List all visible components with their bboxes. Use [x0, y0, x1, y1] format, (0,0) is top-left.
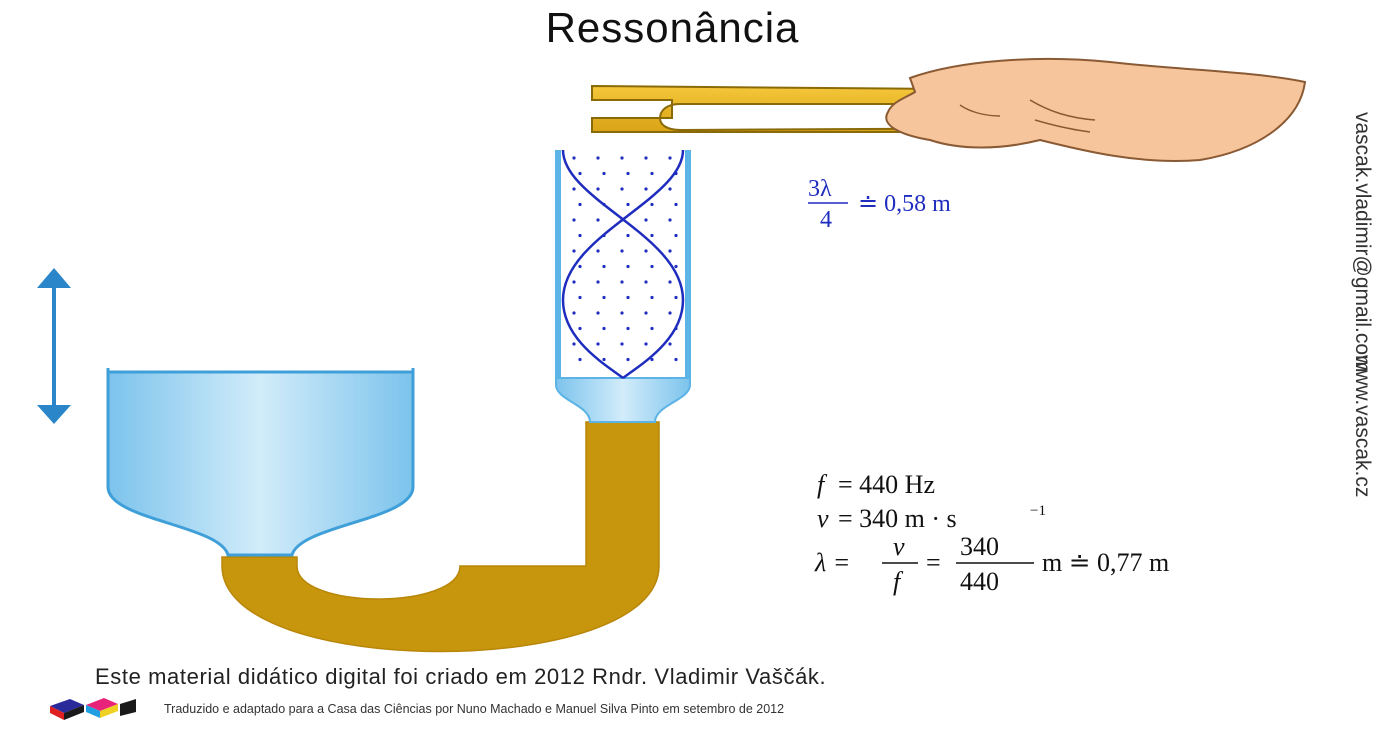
fraction-numerator: 3λ — [808, 176, 832, 202]
standing-wave — [561, 149, 685, 379]
lambda-fraction1-denominator: f — [893, 567, 904, 596]
air-particle-dot — [674, 357, 678, 362]
air-particle-dot — [578, 202, 582, 207]
air-particle-dot — [572, 187, 576, 191]
air-particle-dot — [572, 156, 576, 160]
air-particle-dot — [578, 233, 582, 238]
lambda-fraction2-numerator: 340 — [960, 532, 999, 561]
fraction-denominator: 4 — [820, 207, 832, 233]
air-particle-dot — [668, 280, 672, 284]
air-particle-dot — [650, 326, 654, 331]
air-particle-dot — [644, 342, 648, 346]
side-contact: vascak.vladimir@gmail.com www.vascak.cz — [1340, 100, 1380, 500]
air-particle-dot — [602, 326, 606, 331]
air-particle-dot — [644, 249, 648, 253]
air-particle-dot — [596, 156, 600, 160]
air-particle-dot — [626, 264, 630, 269]
air-particle-dot — [644, 280, 648, 284]
air-particle-dot — [626, 171, 630, 176]
hand-icon — [885, 57, 1307, 162]
air-particle-dot — [668, 249, 672, 253]
physics-formulas: f = 440 Hz v = 340 m · s −1 λ = v f = 34… — [814, 470, 1169, 596]
air-particle-dot — [596, 342, 600, 346]
tube-water — [555, 377, 691, 423]
air-particle-dot — [596, 311, 600, 315]
formula-three-quarter-lambda: 3λ 4 ≐ 0,58 m — [808, 176, 951, 233]
air-particle-dot — [578, 295, 582, 300]
air-particle-dot — [572, 280, 576, 284]
lambda-fraction2-denominator: 440 — [960, 567, 999, 596]
air-particle-dot — [626, 233, 630, 238]
air-particle-dot — [572, 249, 576, 253]
page-title: Ressonância — [545, 4, 800, 51]
air-particle-dot — [644, 156, 648, 160]
air-particle-dot — [626, 326, 630, 331]
air-particle-dot — [602, 295, 606, 300]
air-particle-dot — [578, 357, 582, 362]
casa-das-ciencias-logo-icon — [50, 698, 136, 720]
air-particle-dot — [578, 326, 582, 331]
air-particle-dots — [572, 156, 678, 362]
air-particle-dot — [668, 187, 672, 191]
air-particle-dot — [674, 264, 678, 269]
air-particle-dot — [596, 249, 600, 253]
air-particle-dot — [578, 171, 582, 176]
air-particle-dot — [572, 342, 576, 346]
speed-value: = 340 m · s — [838, 504, 957, 533]
air-particle-dot — [668, 156, 672, 160]
frequency-symbol: f — [817, 470, 828, 499]
air-particle-dot — [626, 202, 630, 207]
air-particle-dot — [644, 218, 648, 222]
air-particle-dot — [602, 171, 606, 176]
air-particle-dot — [674, 295, 678, 300]
air-particle-dot — [674, 233, 678, 238]
air-particle-dot — [650, 233, 654, 238]
air-particle-dot — [572, 311, 576, 315]
air-particle-dot — [602, 357, 606, 362]
air-particle-dot — [596, 218, 600, 222]
air-particle-dot — [650, 295, 654, 300]
email-text: vascak.vladimir@gmail.com — [1351, 112, 1374, 373]
air-particle-dot — [620, 249, 624, 253]
air-particle-dot — [674, 202, 678, 207]
resonance-tube — [555, 150, 691, 423]
credit-line-2: Traduzido e adaptado para a Casa das Ciê… — [164, 702, 785, 716]
air-particle-dot — [644, 311, 648, 315]
website-link[interactable]: www.vascak.cz — [1351, 355, 1374, 498]
credit-line-1: Este material didático digital foi criad… — [95, 664, 827, 689]
air-particle-dot — [668, 342, 672, 346]
lambda-result: m ≐ 0,77 m — [1042, 548, 1169, 577]
air-particle-dot — [620, 156, 624, 160]
brass-u-tube — [221, 421, 660, 653]
air-particle-dot — [644, 187, 648, 191]
air-particle-dot — [650, 171, 654, 176]
air-particle-dot — [578, 264, 582, 269]
air-particle-dot — [620, 342, 624, 346]
frequency-value: = 440 Hz — [838, 470, 935, 499]
air-particle-dot — [620, 311, 624, 315]
speed-exponent: −1 — [1030, 503, 1046, 519]
water-reservoir[interactable] — [106, 370, 415, 557]
air-particle-dot — [650, 357, 654, 362]
speed-symbol: v — [817, 504, 829, 533]
formula-result: ≐ 0,58 m — [858, 191, 951, 217]
air-particle-dot — [602, 264, 606, 269]
double-headed-vertical-arrow-icon[interactable] — [37, 268, 71, 424]
air-particle-dot — [668, 311, 672, 315]
air-particle-dot — [668, 218, 672, 222]
air-particle-dot — [620, 187, 624, 191]
air-particle-dot — [620, 280, 624, 284]
air-particle-dot — [572, 218, 576, 222]
air-particle-dot — [650, 202, 654, 207]
air-particle-dot — [626, 357, 630, 362]
lambda-equals: = — [926, 548, 941, 577]
lambda-symbol: λ = — [814, 548, 850, 577]
air-particle-dot — [596, 280, 600, 284]
air-particle-dot — [596, 187, 600, 191]
air-particle-dot — [650, 264, 654, 269]
air-particle-dot — [626, 295, 630, 300]
lambda-fraction1-numerator: v — [893, 532, 905, 561]
